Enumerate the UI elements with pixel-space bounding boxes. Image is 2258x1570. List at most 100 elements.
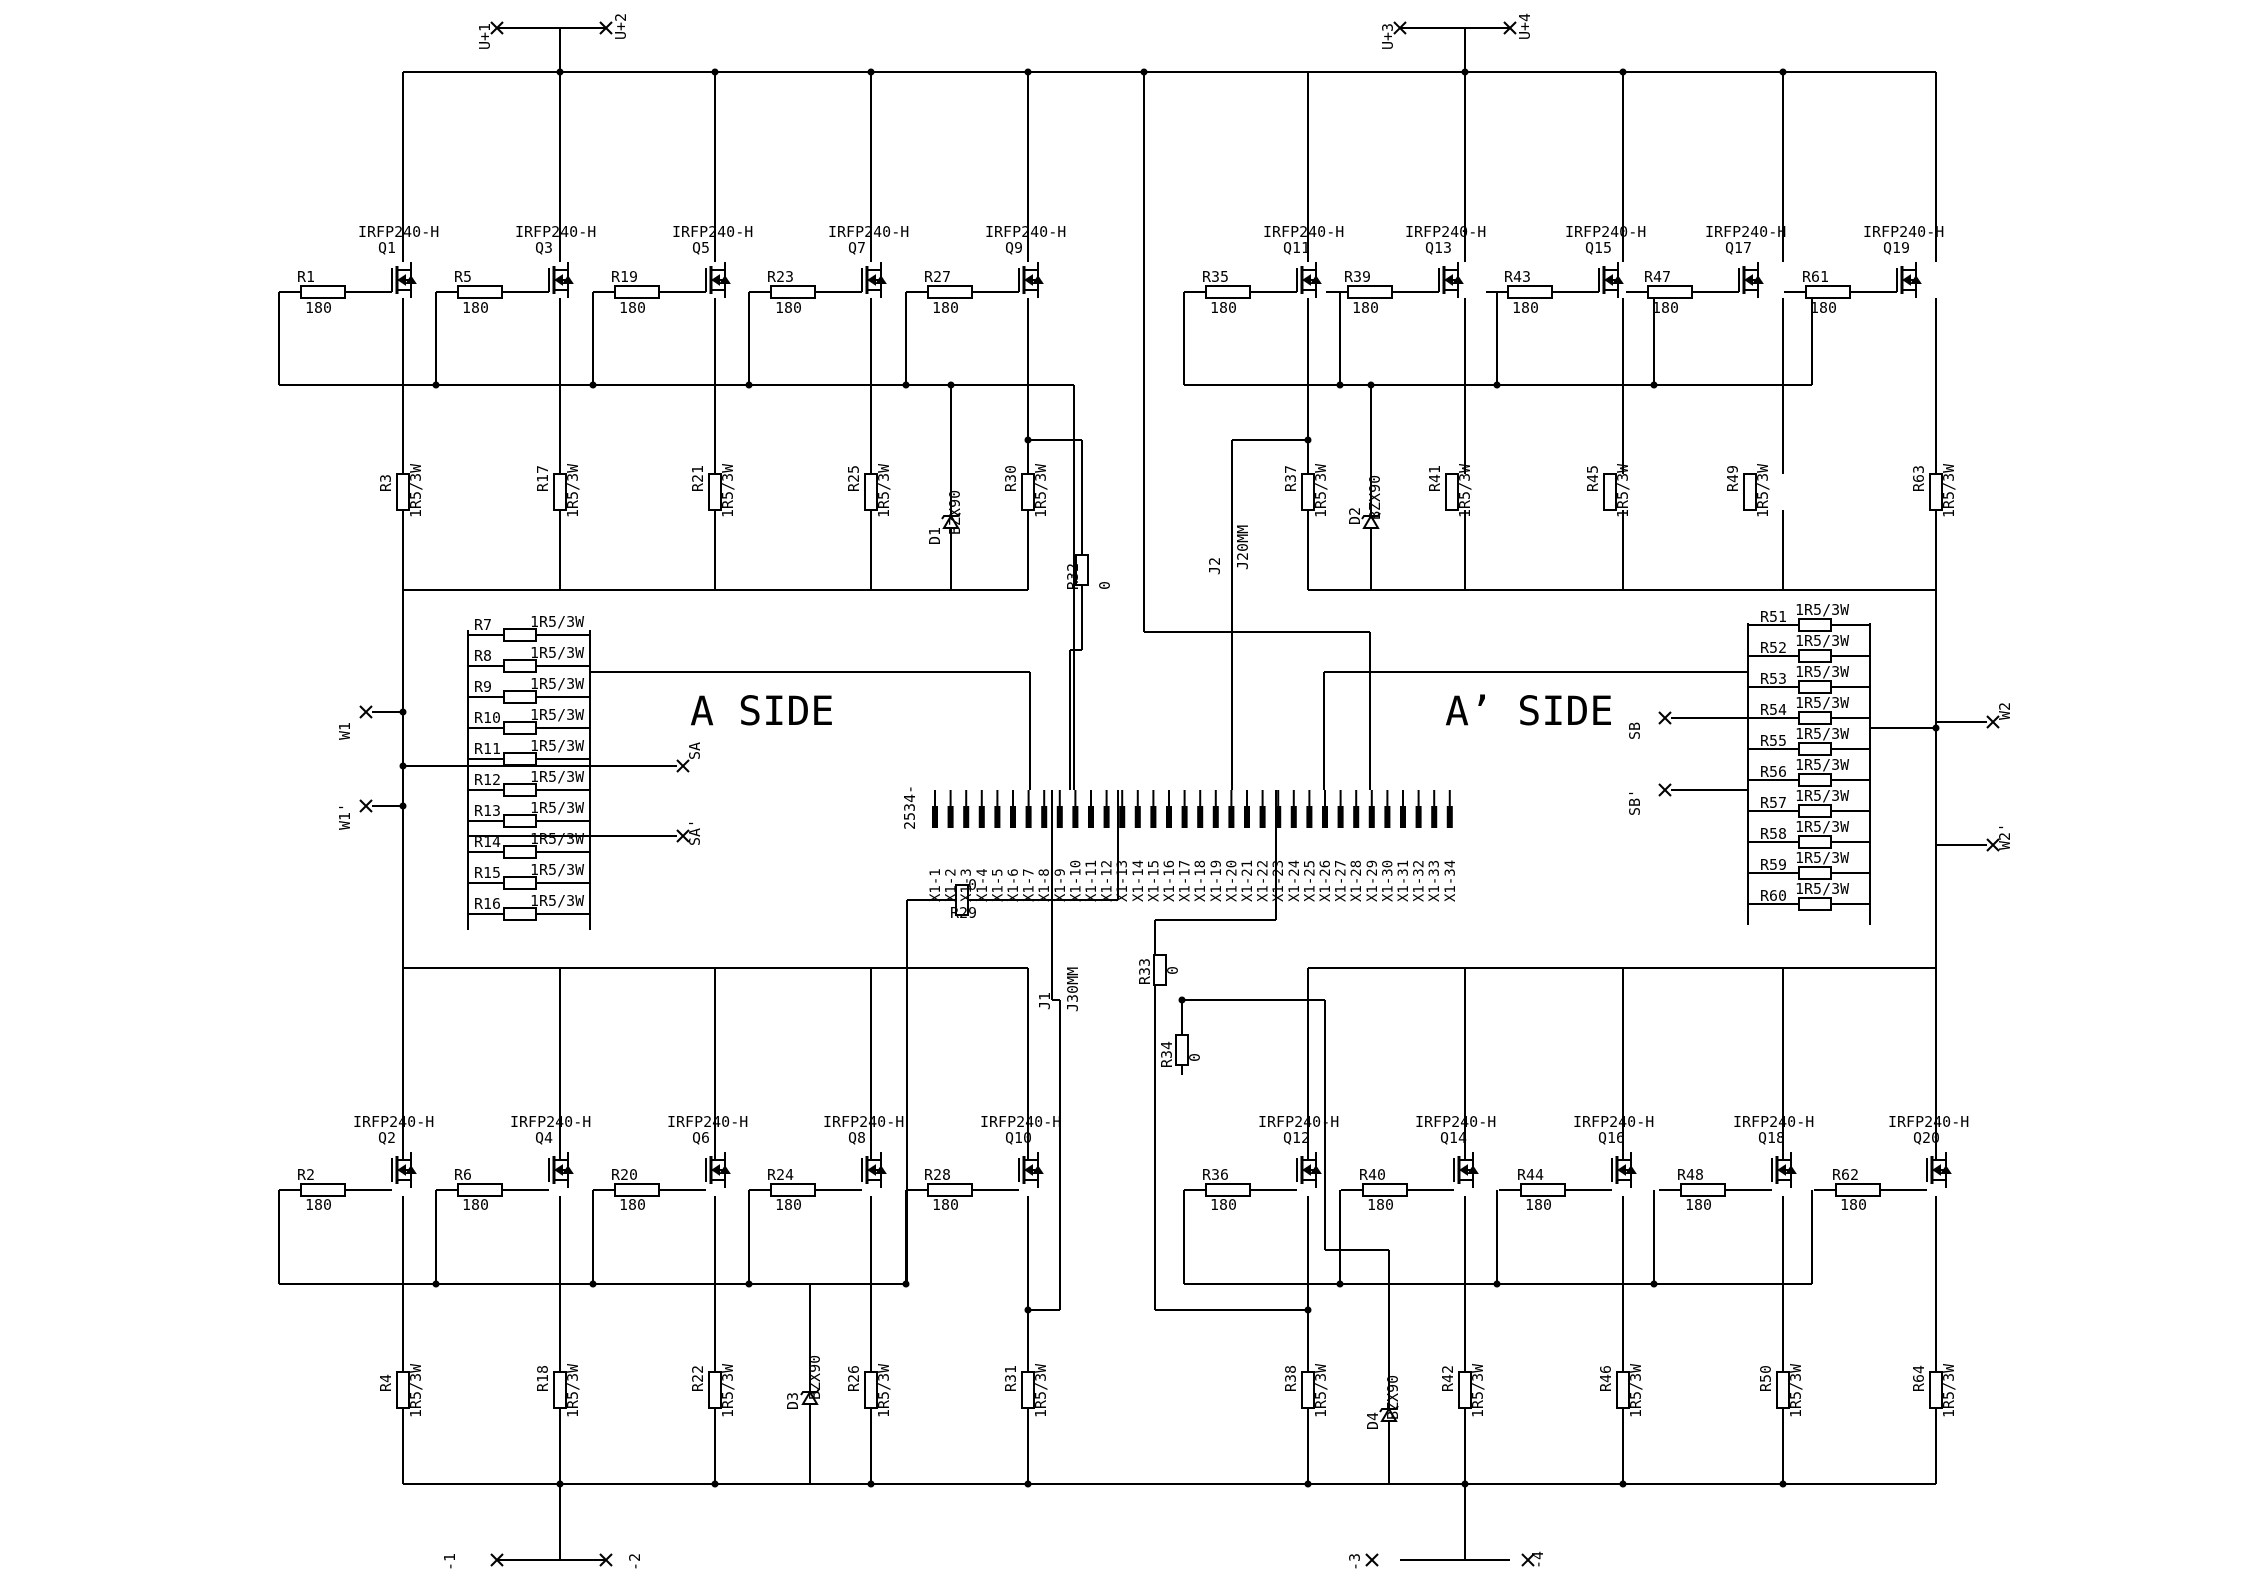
junction-dot [399, 802, 407, 810]
connector-pin-label: X1-22 [1256, 860, 1272, 902]
body-diode [1940, 1165, 1952, 1174]
connector-pin [1010, 806, 1016, 828]
mosfet-drain [554, 262, 569, 271]
terminal-u3[interactable] [1393, 21, 1407, 35]
terminal-um2[interactable] [599, 1553, 613, 1567]
mosfet-source [1777, 1179, 1792, 1188]
junction-dot [711, 68, 719, 76]
connector-pin [1212, 806, 1219, 828]
resistor-ref: R53 [1760, 670, 1787, 688]
connector-pin [1025, 806, 1032, 828]
terminal-sap[interactable] [676, 829, 690, 843]
zener-value: BZX90 [946, 490, 964, 535]
gate-resistor-r28 [927, 1183, 973, 1197]
zener-bar [941, 512, 961, 520]
gate-resistor-r35 [1205, 285, 1251, 299]
gate-resistor-r6 [457, 1183, 503, 1197]
mosfet-source [1459, 1179, 1474, 1188]
junction-dot [1304, 1480, 1312, 1488]
terminal-w1p[interactable] [359, 799, 373, 813]
zener-bar [1379, 1405, 1399, 1413]
bank-resistor-r52 [1798, 649, 1832, 663]
source-resistor-r4 [396, 1371, 410, 1409]
junction-dot [1367, 381, 1375, 389]
transistor-ref: Q3 [535, 239, 553, 257]
terminal-sb[interactable] [1658, 711, 1672, 725]
gate-resistor-r47 [1647, 285, 1693, 299]
resistor-value: 1R5/3W [407, 1363, 425, 1418]
resistor-ref: R50 [1757, 1365, 1775, 1392]
terminal-w2p[interactable] [1986, 838, 2000, 852]
mosfet-q17 [1738, 262, 1764, 298]
connector-pin [1290, 806, 1297, 828]
mosfet-arrow [1932, 1164, 1941, 1176]
resistor-ref: R19 [611, 268, 638, 286]
gate-resistor-r2 [300, 1183, 346, 1197]
terminal-um4[interactable] [1521, 1553, 1535, 1567]
mosfet-source [1902, 289, 1917, 298]
resistor-value: 1R5/3W [1312, 463, 1330, 518]
junction-dot [1336, 1280, 1344, 1288]
resistor-value: 1R5/3W [564, 463, 582, 518]
terminal-sa[interactable] [676, 759, 690, 773]
resistor-value: 0 [1096, 581, 1114, 590]
connector-pin-label: X1-34 [1443, 860, 1459, 902]
resistor-value: 180 [1652, 299, 1679, 317]
connector-pin [1119, 806, 1126, 828]
gate-resistor-r5 [457, 285, 503, 299]
transistor-ref: Q1 [378, 239, 396, 257]
resistor-ref: R21 [689, 465, 707, 492]
connector-pin [1337, 806, 1344, 828]
connector-pin-label: X1-12 [1100, 860, 1116, 902]
terminal-w2[interactable] [1986, 715, 2000, 729]
terminal-w1[interactable] [359, 705, 373, 719]
resistor-value: 180 [775, 299, 802, 317]
resistor-ref: R12 [474, 771, 501, 789]
terminal-sbp[interactable] [1658, 783, 1672, 797]
zener-d1 [941, 512, 961, 529]
terminal-u1[interactable] [490, 21, 504, 35]
terminal-label: SB [1626, 722, 1644, 740]
resistor-value: 1R5/3W [1456, 463, 1474, 518]
resistor-value: 1R5/3W [530, 706, 585, 724]
transistor-type: IRFP240-H [1405, 223, 1486, 241]
resistor-value: 1R5/3W [407, 463, 425, 518]
source-resistor-r17 [553, 473, 567, 511]
connector-pin-label: X1-2 [944, 868, 960, 902]
connector-pin [1368, 806, 1375, 828]
zener-bar [800, 1388, 820, 1396]
terminal-u4[interactable] [1503, 21, 1517, 35]
resistor-ref: R38 [1282, 1365, 1300, 1392]
terminal-um3[interactable] [1365, 1553, 1379, 1567]
connector-pin-label: X1-28 [1349, 860, 1365, 902]
junction-dot [589, 1280, 597, 1288]
resistor-r34 [1175, 1034, 1189, 1066]
junction-dot [1932, 724, 1940, 732]
mosfet-source [867, 1179, 882, 1188]
terminal-um1[interactable] [490, 1553, 504, 1567]
connector-pin-label: X1-32 [1412, 860, 1428, 902]
mosfet-arrow [1444, 274, 1453, 286]
connector-pin [1134, 806, 1141, 828]
bank-resistor-r16 [503, 907, 537, 921]
mosfet-arrow [1744, 274, 1753, 286]
terminal-u2[interactable] [599, 21, 613, 35]
terminal-label: U-4 [1529, 1551, 1547, 1570]
body-diode [405, 275, 417, 284]
resistor-ref: R24 [767, 1166, 794, 1184]
terminal-cross [1521, 1553, 1535, 1567]
mosfet-drain [1444, 262, 1459, 271]
source-resistor-r31 [1021, 1371, 1035, 1409]
terminal-cross [676, 829, 690, 843]
connector-pin-label: X1-1 [928, 868, 944, 902]
bank-resistor-r56 [1798, 773, 1832, 787]
resistor-value: 1R5/3W [564, 1363, 582, 1418]
gate-resistor-r23 [770, 285, 816, 299]
resistor-value: 1R5/3W [1754, 463, 1772, 518]
mosfet-source [1024, 1179, 1039, 1188]
gate-resistor-r62 [1835, 1183, 1881, 1197]
connector-pin-label: X1-10 [1068, 860, 1084, 902]
junction-dot [1304, 436, 1312, 444]
mosfet-source [1932, 1179, 1947, 1188]
junction-dot [1619, 68, 1627, 76]
